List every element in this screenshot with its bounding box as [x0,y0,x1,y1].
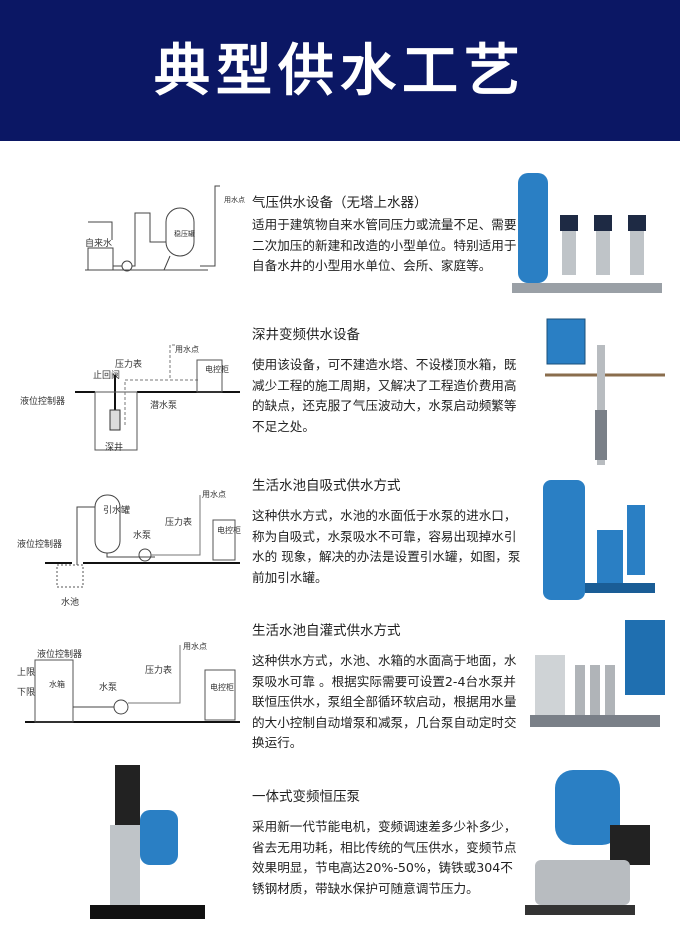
diagram-label: 用水点 [183,641,207,651]
header-banner: 典型供水工艺 [0,0,680,141]
diagram-label: 水泵 [99,681,117,693]
section-title: 一体式变频恒压泵 [252,789,360,805]
product-photo-self-priming [543,480,655,600]
product-photo-flooded-suction [530,620,665,727]
section-body: 适用于建筑物自来水管同压力或流量不足、需要二次加压的新建和改造的小型单位。特别适… [252,217,517,273]
product-photo-integrated-pump-left [90,765,205,919]
section-pressure-supply: 气压供水设备（无塔上水器） 适用于建筑物自来水管同压力或流量不足、需要二次加压的… [252,191,527,277]
section-body: 采用新一代节能电机，变频调速差多少补多少，省去无用功耗，相比传统的气压供水，变频… [252,819,517,896]
section-flooded-suction: 生活水池自灌式供水方式 这种供水方式，水池、水箱的水面高于地面，水泵吸水可靠 。… [252,619,527,754]
diagram-label: 电控柜 [210,682,234,692]
section-body: 这种供水方式，水池的水面低于水泵的进水口，称为自吸式，水泵吸水不可靠，容易出现掉… [252,508,521,585]
section-deep-well: 深井变频供水设备 使用该设备，可不建造水塔、不设楼顶水箱，既减少工程的施工周期，… [252,323,527,437]
section-title: 气压供水设备（无塔上水器） [252,195,428,211]
diagram-label: 液位控制器 [20,395,65,407]
diagram-label: 自来水 [85,237,112,249]
page-title: 典型供水工艺 [154,39,526,104]
diagram-label: 上限 [17,667,35,678]
product-photo-pressure-tank [512,173,662,293]
diagram-label: 电控柜 [205,364,229,374]
diagram-label: 用水点 [202,489,226,499]
diagram-flooded-suction: 液位控制器 上限 下限 水箱 水泵 压力表 用水点 电控柜 [17,641,240,723]
section-self-priming: 生活水池自吸式供水方式 这种供水方式，水池的水面低于水泵的进水口，称为自吸式，水… [252,474,527,588]
diagram-label: 水池 [61,596,79,608]
diagram-deep-well: 压力表 止回阀 用水点 电控柜 液位控制器 潜水泵 深井 [20,344,240,453]
section-title: 生活水池自灌式供水方式 [252,623,401,639]
diagram-label: 止回阀 [93,369,120,381]
diagram-label: 潜水泵 [150,399,177,411]
diagram-label: 压力表 [165,516,192,528]
section-integrated-pump: 一体式变频恒压泵 采用新一代节能电机，变频调速差多少补多少，省去无用功耗，相比传… [252,785,527,899]
diagram-label: 液位控制器 [37,648,82,660]
section-body: 这种供水方式，水池、水箱的水面高于地面，水泵吸水可靠 。根据实际需要可设置2-4… [252,653,517,750]
product-photo-integrated-pump-right [525,770,650,915]
diagram-label: 下限 [17,687,35,698]
diagram-self-priming: 引水罐 压力表 用水点 液位控制器 水泵 电控柜 水池 [17,489,241,608]
diagram-label: 稳压罐 [174,229,195,238]
diagram-label: 压力表 [145,664,172,676]
section-body: 使用该设备，可不建造水塔、不设楼顶水箱，既减少工程的施工周期，又解决了工程造价费… [252,357,517,434]
diagram-label: 液位控制器 [17,538,62,550]
section-title: 深井变频供水设备 [252,327,360,343]
diagram-label: 水泵 [133,529,151,541]
diagram-label: 水箱 [49,679,65,689]
diagram-label: 压力表 [115,358,142,370]
diagram-label: 引水罐 [103,504,130,516]
diagram-label: 用水点 [224,195,245,204]
product-photo-deep-well [545,318,665,465]
diagram-label: 电控柜 [217,525,241,535]
section-title: 生活水池自吸式供水方式 [252,478,401,494]
diagram-label: 深井 [105,441,123,453]
diagram-pressure-tank: 自来水 稳压罐 用水点 [85,185,245,272]
diagram-label: 用水点 [175,344,199,354]
